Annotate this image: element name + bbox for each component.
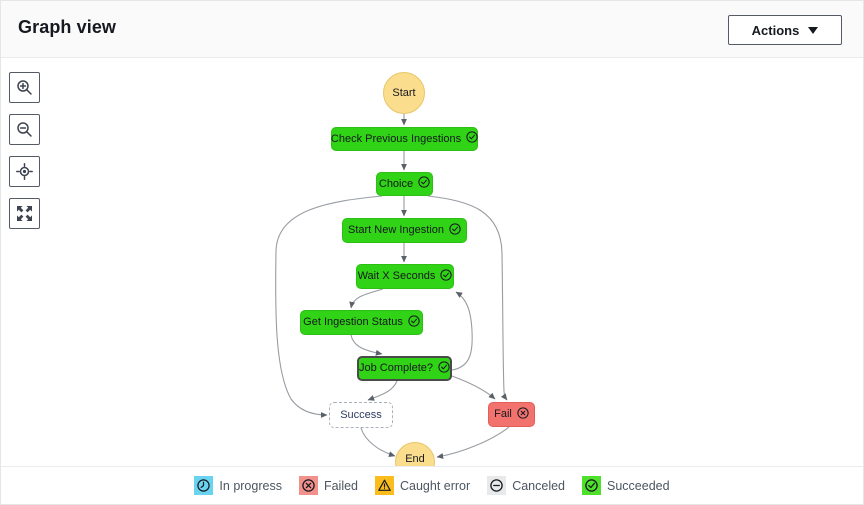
panel-header: Graph view Actions bbox=[1, 1, 863, 58]
graph-node-label: End bbox=[405, 452, 425, 465]
graph-node-start-new-ingestion[interactable]: Start New Ingestion bbox=[342, 218, 467, 243]
edge-job-complete-to-wait bbox=[451, 291, 473, 371]
zoom-out-button[interactable] bbox=[9, 114, 40, 145]
minus-circle-icon bbox=[487, 476, 507, 495]
legend-label: Canceled bbox=[512, 478, 566, 493]
edge-success-to-end bbox=[360, 427, 396, 457]
zoom-out-icon bbox=[16, 121, 33, 138]
edge-get-status-to-job-complete bbox=[350, 334, 383, 356]
legend-label: Failed bbox=[323, 478, 358, 493]
legend-item-canceled: Canceled bbox=[487, 476, 565, 495]
crosshair-target-icon bbox=[16, 163, 33, 180]
edge-wait-to-get-status bbox=[349, 288, 384, 309]
zoom-in-icon bbox=[16, 79, 33, 96]
clock-icon bbox=[194, 476, 214, 495]
edge-job-complete-to-success bbox=[367, 380, 398, 401]
legend-item-succeeded: Succeeded bbox=[582, 476, 670, 495]
canvas-toolbar bbox=[9, 72, 40, 229]
graph-node-label: Choice bbox=[378, 177, 414, 190]
center-graph-button[interactable] bbox=[9, 156, 40, 187]
graph-node-label: Start bbox=[392, 86, 416, 99]
graph-canvas[interactable]: Start Check Previous Ingestions Choice bbox=[1, 58, 863, 466]
page-title: Graph view bbox=[18, 17, 117, 37]
expand-arrows-icon bbox=[16, 205, 33, 222]
graph-node-fail[interactable]: Fail bbox=[488, 402, 535, 427]
graph-node-get-ingestion-status[interactable]: Get Ingestion Status bbox=[300, 310, 423, 335]
warning-triangle-icon bbox=[375, 476, 394, 495]
check-circle-icon bbox=[418, 175, 430, 193]
graph-node-success[interactable]: Success bbox=[329, 402, 393, 428]
x-circle-icon bbox=[298, 476, 318, 495]
graph-edges bbox=[275, 114, 510, 459]
check-circle-icon bbox=[408, 314, 420, 332]
check-circle-icon bbox=[466, 130, 478, 148]
x-circle-icon bbox=[517, 406, 529, 424]
graph-node-label: Success bbox=[340, 408, 382, 421]
graph-node-label: Fail bbox=[494, 408, 512, 420]
check-circle-icon bbox=[440, 268, 453, 286]
check-circle-icon bbox=[438, 360, 450, 378]
graph-node-label: Get Ingestion Status bbox=[303, 316, 403, 328]
graph-node-start[interactable]: Start bbox=[383, 72, 425, 114]
graph-node-wait-x-seconds[interactable]: Wait X Seconds bbox=[356, 264, 454, 289]
graph-node-choice[interactable]: Choice bbox=[376, 172, 433, 196]
graph-node-job-complete[interactable]: Job Complete? bbox=[357, 356, 452, 381]
actions-button[interactable]: Actions bbox=[728, 15, 842, 45]
chevron-down-icon bbox=[808, 26, 819, 34]
graph-node-label: Wait X Seconds bbox=[357, 270, 436, 282]
edge-job-complete-to-fail bbox=[451, 375, 496, 400]
graph-node-label: Check Previous Ingestions bbox=[330, 132, 462, 145]
graph-node-end[interactable]: End bbox=[395, 442, 435, 466]
graph-node-label: Start New Ingestion bbox=[348, 224, 444, 236]
legend-item-failed: Failed bbox=[298, 476, 358, 495]
edge-fail-to-end bbox=[436, 426, 510, 459]
check-circle-icon bbox=[449, 222, 461, 240]
graph-node-label: Job Complete? bbox=[359, 362, 433, 374]
legend-label: Succeeded bbox=[607, 478, 670, 493]
legend-item-in-progress: In progress bbox=[194, 476, 282, 495]
actions-button-label: Actions bbox=[751, 22, 800, 38]
zoom-in-button[interactable] bbox=[9, 72, 40, 103]
graph-node-check-previous-ingestions[interactable]: Check Previous Ingestions bbox=[331, 127, 478, 151]
fullscreen-button[interactable] bbox=[9, 198, 40, 229]
legend-label: Caught error bbox=[400, 478, 471, 493]
legend-item-caught-error: Caught error bbox=[375, 476, 470, 495]
check-circle-icon bbox=[582, 476, 602, 495]
legend-label: In progress bbox=[219, 478, 282, 493]
status-legend: In progress Failed Caught error bbox=[1, 466, 863, 504]
